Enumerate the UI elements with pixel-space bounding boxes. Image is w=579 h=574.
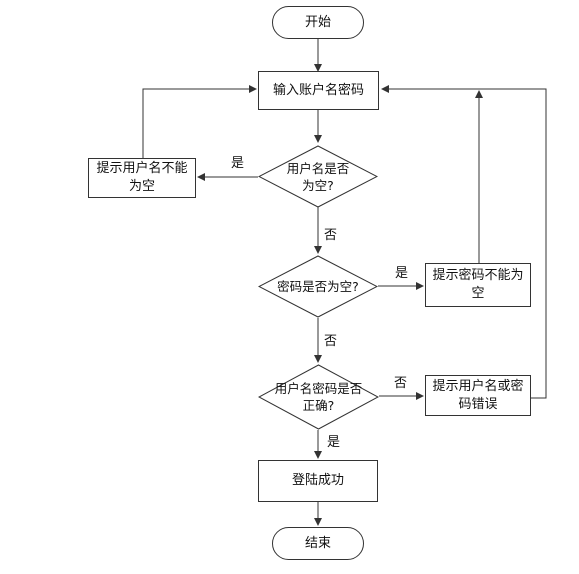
start-node: 开始 (272, 6, 364, 39)
input-credentials-node: 输入账户名密码 (258, 71, 379, 110)
check-username-empty-decision: 用户名是否为空? (258, 145, 378, 208)
decision-shape (258, 364, 379, 430)
check-username-empty-label: 用户名是否为空? (286, 160, 350, 193)
prompt-password-empty-label: 提示密码不能为空 (432, 268, 524, 301)
prompt-username-empty-label: 提示用户名不能为空 (96, 161, 188, 194)
end-label: 结束 (304, 535, 331, 551)
decision-shape (258, 255, 378, 318)
prompt-credentials-error-node: 提示用户名或密码错误 (425, 375, 531, 416)
check-credentials-correct-label: 用户名密码是否正确? (274, 381, 363, 413)
edge-prompt-error-loop (381, 85, 547, 399)
check-credentials-correct-decision: 用户名密码是否正确? (258, 364, 379, 430)
edge-label-credentials-correct-yes: 是 (327, 435, 341, 450)
start-label: 开始 (304, 14, 331, 30)
end-node: 结束 (272, 527, 364, 560)
decision-shape (258, 145, 378, 208)
check-password-empty-label: 密码是否为空? (277, 279, 359, 294)
edge-label-password-empty-yes: 是 (395, 266, 409, 281)
prompt-password-empty-node: 提示密码不能为空 (425, 263, 531, 307)
prompt-username-empty-node: 提示用户名不能为空 (88, 158, 196, 198)
login-success-label: 登陆成功 (291, 473, 344, 488)
input-credentials-label: 输入账户名密码 (272, 82, 364, 98)
login-success-node: 登陆成功 (258, 460, 378, 502)
edge-prompt-user-loop (142, 85, 257, 158)
edge-label-username-empty-no: 否 (324, 228, 338, 243)
check-password-empty-decision: 密码是否为空? (258, 255, 378, 318)
prompt-credentials-error-label: 提示用户名或密码错误 (432, 378, 524, 412)
edge-label-credentials-correct-no: 否 (394, 376, 408, 391)
edge-label-password-empty-no: 否 (324, 334, 338, 349)
edge-label-username-empty-yes: 是 (231, 156, 245, 171)
